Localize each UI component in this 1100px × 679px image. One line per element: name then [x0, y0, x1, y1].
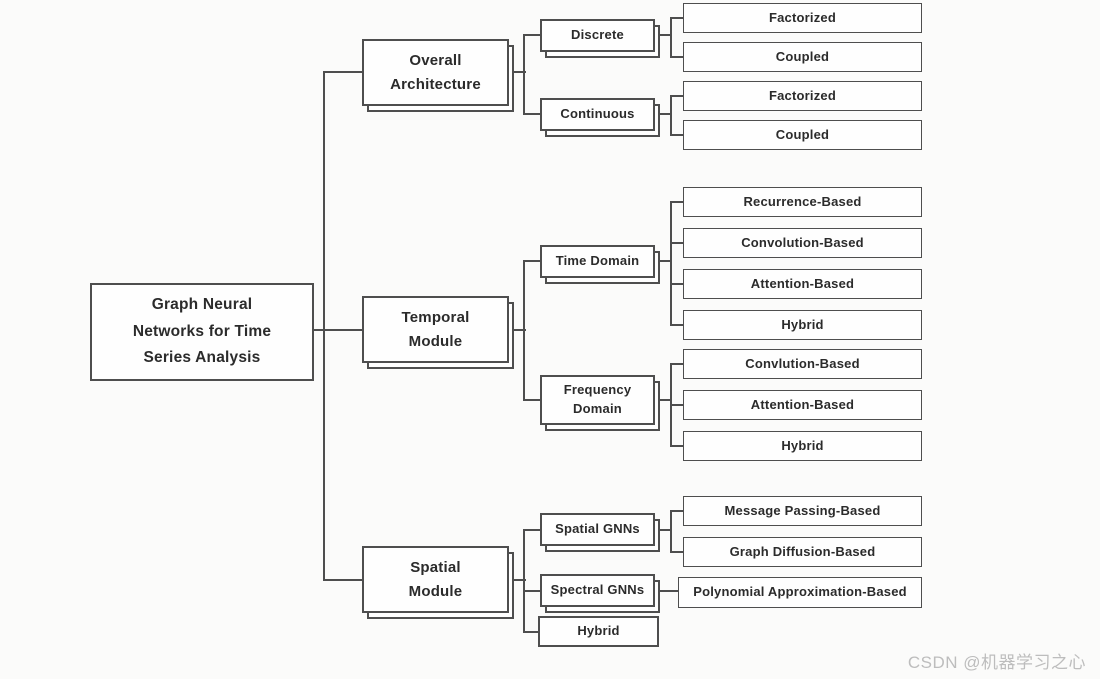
node-discrete: Discrete [540, 19, 655, 52]
node-discrete-factorized: Factorized [683, 3, 922, 33]
node-time-domain: Time Domain [540, 245, 655, 278]
connector-line [524, 399, 541, 401]
node-convolution-based: Convolution-Based [683, 228, 922, 258]
connector-line [524, 529, 541, 531]
node-recurrence-based: Recurrence-Based [683, 187, 922, 217]
node-polynomial-approximation-based: Polynomial Approximation-Based [678, 577, 922, 608]
connector-line [670, 201, 672, 326]
node-temporal-module: Temporal Module [362, 296, 509, 363]
node-overall-architecture: Overall Architecture [362, 39, 509, 106]
connector-line [671, 17, 684, 19]
connector-line [671, 201, 684, 203]
connector-line [670, 510, 672, 553]
connector-line [670, 17, 672, 58]
connector-line [671, 445, 684, 447]
connector-line [507, 579, 526, 581]
connector-line [653, 113, 672, 115]
connector-line [653, 399, 672, 401]
connector-line [524, 113, 541, 115]
node-attention-based-time: Attention-Based [683, 269, 922, 299]
node-hybrid-freq: Hybrid [683, 431, 922, 461]
node-continuous-coupled: Coupled [683, 120, 922, 150]
node-spectral-gnns: Spectral GNNs [540, 574, 655, 607]
connector-line [671, 551, 684, 553]
connector-line [671, 510, 684, 512]
connector-line [324, 71, 363, 73]
node-continuous: Continuous [540, 98, 655, 131]
connector-line [671, 95, 684, 97]
node-message-passing-based: Message Passing-Based [683, 496, 922, 526]
node-attention-based-freq: Attention-Based [683, 390, 922, 420]
connector-line [671, 283, 684, 285]
connector-line [671, 134, 684, 136]
node-convlution-based-freq: Convlution-Based [683, 349, 922, 379]
connector-line [523, 34, 525, 115]
connector-line [312, 329, 363, 331]
connector-line [324, 579, 363, 581]
node-continuous-factorized: Factorized [683, 81, 922, 111]
connector-line [524, 590, 541, 592]
connector-line [671, 242, 684, 244]
connector-line [653, 529, 672, 531]
connector-line [671, 404, 684, 406]
connector-line [670, 363, 672, 447]
connector-line [507, 329, 526, 331]
connector-line [671, 56, 684, 58]
connector-line [523, 529, 525, 633]
connector-line [671, 363, 684, 365]
node-hybrid-time: Hybrid [683, 310, 922, 340]
connector-line [653, 260, 672, 262]
connector-line [323, 71, 325, 581]
node-graph-diffusion-based: Graph Diffusion-Based [683, 537, 922, 567]
connector-line [524, 631, 541, 633]
node-discrete-coupled: Coupled [683, 42, 922, 72]
csdn-watermark: CSDN @机器学习之心 [907, 653, 1086, 672]
connector-line [671, 324, 684, 326]
connector-line [653, 590, 679, 592]
node-spatial-hybrid: Hybrid [538, 616, 659, 647]
node-frequency-domain: Frequency Domain [540, 375, 655, 425]
connector-line [507, 71, 526, 73]
node-spatial-module: Spatial Module [362, 546, 509, 613]
connector-line [653, 34, 672, 36]
connector-line [524, 34, 541, 36]
connector-line [524, 260, 541, 262]
connector-line [523, 260, 525, 401]
node-spatial-gnns: Spatial GNNs [540, 513, 655, 546]
node-root: Graph Neural Networks for Time Series An… [90, 283, 314, 381]
connector-line [670, 95, 672, 136]
